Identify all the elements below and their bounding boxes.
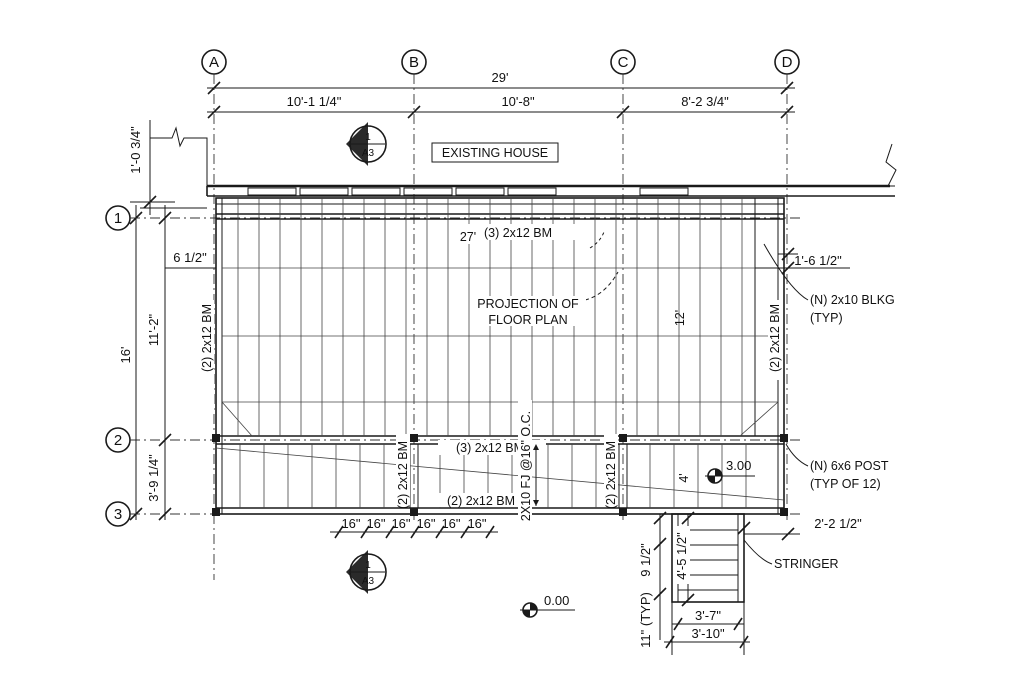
dim-row-12: 11'-2" [146,314,161,347]
dim-stair-inner: 3'-7" [695,608,721,623]
post [619,434,627,442]
existing-house: EXISTING HOUSE [150,126,897,197]
arrow-up-icon [533,444,539,450]
spacing-dim: 16" [366,516,385,531]
dim-overall-depth: 16' [118,347,133,364]
dim-bay-bc: 10'-8" [501,94,535,109]
post [619,508,627,516]
post [780,434,788,442]
blkg-label-2: (TYP) [810,311,843,325]
blkg-label-1: (N) 2x10 BLKG [810,293,895,307]
beam-top-label: (3) 2x12 BM [484,226,552,240]
grid-label-2: 2 [114,432,122,449]
framing-labels: (3) 2x12 BM 27' PROJECTION OF FLOOR PLAN… [200,224,782,532]
left-beam-label: (2) 2x12 BM [200,304,214,372]
grid-row-bubbles: 1 2 3 [105,205,131,527]
floor-joist-label: 2X10 FJ @16" O.C. [519,411,533,521]
grid-label-1: 1 [114,210,122,227]
section-sheet-top: A3 [362,148,375,159]
elevation-grade: 0.00 [544,593,569,608]
existing-house-tag [431,142,559,163]
arrow-down-icon [533,500,539,506]
right-beam-label: (2) 2x12 BM [768,304,782,372]
bottom-beam-label: (2) 2x12 BM [447,494,515,508]
grid-label-a: A [209,54,219,71]
spacing-dim: 16" [416,516,435,531]
dim-right-offset: 1'-6 1/2" [794,253,842,268]
section-marker-bottom: 1 A3 [346,550,387,594]
dim-beam-length: 27' [460,230,476,244]
spacing-dim: 16" [467,516,486,531]
dim-joist-span: 12' [673,310,687,326]
stair: 2'-2 1/2" STRINGER 9 1/2" 11" (TYP) 4'-5… [638,511,862,655]
elevation-deck: 3.00 [726,458,751,473]
dim-stair-outer: 3'-10" [691,626,725,641]
grid-label-b: B [409,54,419,71]
post-label-1: (N) 6x6 POST [810,459,889,473]
dim-bay-ab: 10'-1 1/4" [287,94,342,109]
blocking-lines [221,267,779,437]
elevation-marker-deck: 3.00 [705,458,755,484]
existing-house-label: EXISTING HOUSE [442,146,548,160]
mid-beam-label: (3) 2x12 BM [456,441,524,455]
dim-stair-run: 4'-5 1/2" [674,532,689,580]
projection-label-1: PROJECTION OF [477,297,579,311]
stringer-label: STRINGER [774,557,839,571]
dim-overall-width: 29' [492,70,509,85]
posts [212,434,788,516]
elevation-marker-grade: 0.00 [520,593,575,618]
top-dimensions: 29' 10'-1 1/4" 10'-8" 8'-2 3/4" [207,70,795,119]
section-number-top: 1 [365,132,371,143]
post [780,508,788,516]
post [410,434,418,442]
grid-label-c: C [618,54,629,71]
post-label-2: (TYP OF 12) [810,477,881,491]
right-callouts: 1'-6 1/2" (N) 2x10 BLKG (TYP) (N) 6x6 PO… [763,243,895,491]
left-dimensions: 1'-0 3/4" 6 1/2" 11'-2" 16' 3'-9 1/4" [118,120,216,521]
dim-row-23: 3'-9 1/4" [146,454,161,502]
dim-left-offset: 6 1/2" [173,250,207,265]
spacing-dim: 16" [341,516,360,531]
post [410,508,418,516]
grid-column-lines [213,74,788,580]
projection-leader [584,231,619,301]
dim-stair-riser: 9 1/2" [638,543,653,577]
post [212,434,220,442]
dim-stair-offset: 2'-2 1/2" [814,516,862,531]
grid-label-d: D [782,54,793,71]
section-number-bottom: 1 [365,560,371,571]
dim-landing: 4' [677,473,691,482]
spacing-dim: 16" [441,516,460,531]
section-sheet-bottom: A3 [362,576,375,587]
vert-beam-c-label: (2) 2x12 BM [604,441,618,509]
spacing-dim: 16" [391,516,410,531]
post [212,508,220,516]
dim-top-offset: 1'-0 3/4" [128,126,143,174]
section-marker-top: 1 A3 [346,122,387,166]
dim-stair-tread: 11" (TYP) [638,592,653,648]
projection-label-2: FLOOR PLAN [488,313,567,327]
grid-row-lines [130,217,800,515]
vert-beam-b-label: (2) 2x12 BM [396,441,410,509]
spacing-dimensions: 16" 16" 16" 16" 16" 16" [330,516,498,539]
dim-bay-cd: 8'-2 3/4" [681,94,729,109]
grid-label-3: 3 [114,506,122,523]
